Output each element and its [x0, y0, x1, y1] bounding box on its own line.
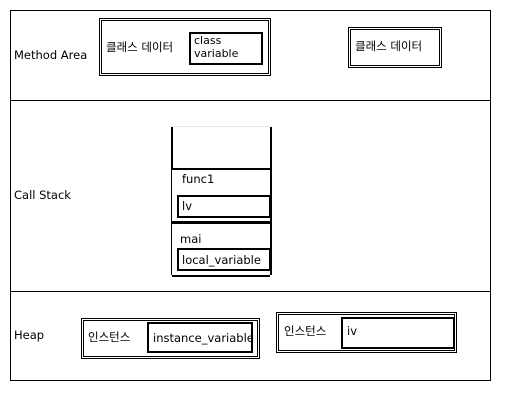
class-data-box-2	[348, 27, 442, 68]
stack-right-wall	[270, 127, 272, 275]
frame-mai-variable-box	[177, 248, 271, 271]
instance-1-field: instance_variable	[153, 331, 254, 345]
instance-2-label: 인스턴스	[284, 324, 327, 338]
stack-top-edge	[172, 126, 272, 127]
instance-2-field: iv	[347, 324, 358, 338]
divider-call-heap	[11, 291, 490, 292]
frame-func1-variable-box	[177, 195, 271, 218]
frame-mai-name: mai	[180, 232, 202, 246]
method-area-label: Method Area	[14, 48, 88, 62]
frame-func1-name: func1	[182, 172, 215, 186]
class-variable-line1: class	[194, 34, 222, 47]
class-data-1-label: 클래스 데이터	[106, 40, 174, 54]
iv-box	[341, 317, 455, 349]
class-variable-box	[189, 32, 263, 65]
class-data-2-label: 클래스 데이터	[355, 39, 423, 53]
divider-method-call	[11, 100, 490, 101]
class-variable-line2: variable	[194, 47, 239, 60]
call-stack-label: Call Stack	[14, 188, 71, 202]
instance-1-label: 인스턴스	[88, 330, 131, 344]
frame-func1-variable: lv	[182, 199, 193, 213]
instance-variable-box	[147, 322, 253, 353]
memory-diagram	[10, 10, 491, 381]
heap-label: Heap	[14, 328, 45, 342]
frame-mai-variable: local_variable	[182, 253, 261, 267]
